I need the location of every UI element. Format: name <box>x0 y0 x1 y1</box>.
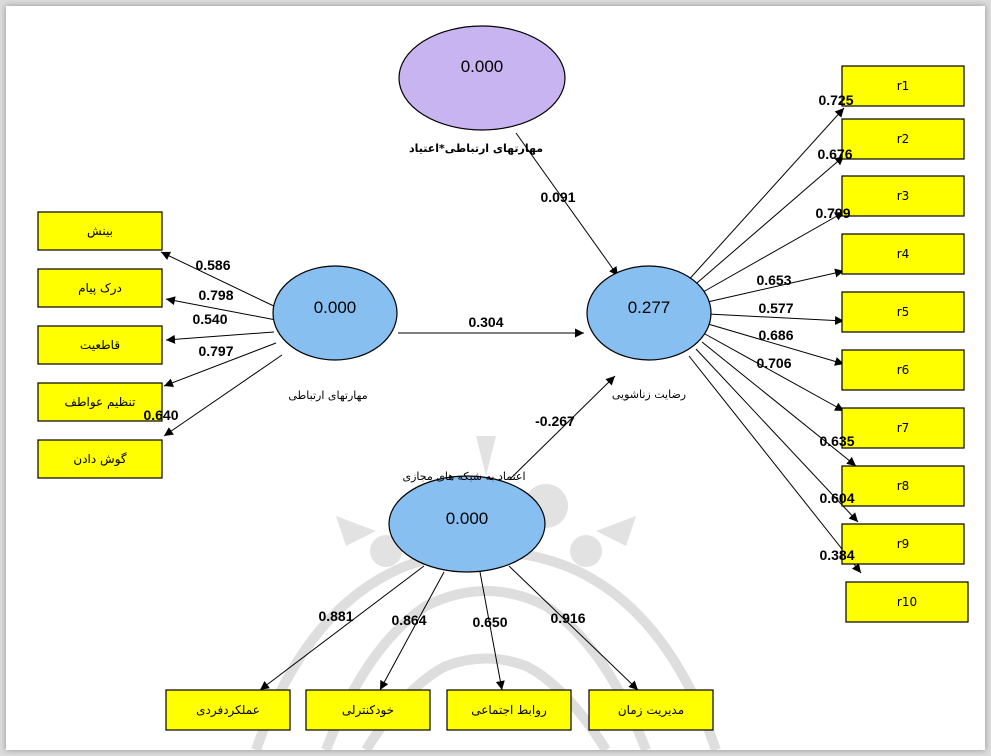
loading-label: 0.640 <box>143 407 178 423</box>
loading-label: 0.676 <box>817 146 852 162</box>
indicator-label: r5 <box>897 305 910 319</box>
loading-arrow-satisfaction <box>704 333 845 412</box>
indicator-box <box>841 349 965 391</box>
loading-arrow-satisfaction <box>702 268 845 304</box>
loading-arrow-satisfaction <box>695 211 845 297</box>
loading-arrow-satisfaction <box>707 313 845 326</box>
loading-arrow-skills <box>163 342 277 387</box>
loading-label: 0.797 <box>198 343 233 359</box>
indicator-box <box>37 325 163 365</box>
loading-arrow-trust <box>479 571 505 691</box>
loading-label: 0.725 <box>818 92 853 108</box>
loading-label: 0.604 <box>819 490 854 506</box>
indicator-box <box>841 233 965 275</box>
loading-label: 0.916 <box>550 610 585 626</box>
construct-name-satisfaction: رضایت زناشویی <box>612 388 686 401</box>
loading-label: 0.881 <box>318 608 353 624</box>
loading-arrow-skills <box>165 331 275 344</box>
indicator-box <box>841 465 965 507</box>
loading-arrow-satisfaction <box>688 355 862 574</box>
loading-arrow-trust <box>259 565 425 691</box>
path-arrow-interaction <box>515 132 619 277</box>
indicator-box <box>37 382 163 422</box>
indicator-box <box>165 689 291 731</box>
loading-arrow-skills <box>165 296 277 321</box>
coefficient-labels: 0.586 0.798 0.540 0.797 0.640 0.725 0.676 0.799… <box>143 92 854 630</box>
loading-label: 0.798 <box>198 287 233 303</box>
indicator-box <box>37 268 163 308</box>
indicator-label: عملکردفردی <box>196 703 260 718</box>
indicator-label: مدیریت زمان <box>618 703 684 718</box>
indicator-box <box>841 175 965 217</box>
indicator-label: روابط اجتماعی <box>471 703 547 718</box>
diagram-canvas: بینش درک پیام قاطعیت تنظیم عواطف گوش دادن r1 r… <box>6 6 985 750</box>
construct-trust <box>388 475 546 573</box>
loading-label: 0.586 <box>195 257 230 273</box>
indicator-label: بینش <box>87 224 113 239</box>
loading-label: 0.686 <box>758 327 793 343</box>
construct-r2-value: 0.000 <box>461 57 504 76</box>
construct-name-interaction: مهارتهای ارتباطی*اعتیاد <box>409 142 543 155</box>
indicator-box <box>446 689 572 731</box>
loading-arrow-trust <box>379 571 445 691</box>
loading-label: 0.799 <box>815 205 850 221</box>
indicator-box <box>588 689 714 731</box>
indicator-box <box>841 118 965 160</box>
indicator-box <box>841 65 965 107</box>
indicator-label: r7 <box>897 421 910 435</box>
construct-name-skills: مهارتهای ارتباطی <box>288 389 367 402</box>
indicator-label: r3 <box>897 189 910 203</box>
loading-arrow-satisfaction <box>684 107 845 285</box>
indicator-box <box>841 291 965 333</box>
construct-name-trust: اعتماد به شبکه های مجازی <box>402 470 525 483</box>
indicator-label: r2 <box>897 132 910 146</box>
indicator-label: خودکنترلی <box>342 703 394 718</box>
construct-satisfaction <box>586 265 712 361</box>
path-coef-skills: 0.304 <box>468 314 503 330</box>
indicator-label: r10 <box>897 595 917 609</box>
indicator-label: درک پیام <box>78 281 122 296</box>
path-coef-trust: -0.267 <box>535 413 575 429</box>
indicator-label: تنظیم عواطف <box>65 395 136 410</box>
indicator-label: قاطعیت <box>80 338 120 352</box>
indicator-box <box>37 439 163 479</box>
loading-arrow-satisfaction <box>695 348 859 523</box>
path-arrows <box>160 107 862 691</box>
construct-r2-value: 0.000 <box>314 298 357 317</box>
construct-interaction <box>398 25 566 131</box>
construct-r2-value: 0.000 <box>446 509 489 528</box>
loading-label: 0.384 <box>819 547 854 563</box>
loading-label: 0.635 <box>819 433 854 449</box>
construct-r2-value: 0.277 <box>628 298 671 317</box>
path-arrow-trust <box>508 375 616 481</box>
indicator-box <box>841 523 965 565</box>
indicator-label: r1 <box>897 79 910 93</box>
indicator-label: r6 <box>897 363 910 377</box>
loading-arrow-skills <box>163 354 283 437</box>
loading-arrow-satisfaction <box>689 155 845 290</box>
loading-label: 0.653 <box>756 272 791 288</box>
loading-label: 0.706 <box>756 355 791 371</box>
loading-arrow-skills <box>160 251 281 310</box>
loading-arrow-trust <box>508 565 639 691</box>
indicator-box <box>37 211 163 251</box>
indicator-label: r9 <box>897 537 910 551</box>
model-nodes: بینش درک پیام قاطعیت تنظیم عواطف گوش دادن r1 r… <box>37 25 969 731</box>
indicator-box <box>305 689 431 731</box>
indicator-box <box>841 407 965 449</box>
path-coef-interaction: 0.091 <box>540 189 575 205</box>
indicator-label: r4 <box>897 247 910 261</box>
pls-path-model: بینش درک پیام قاطعیت تنظیم عواطف گوش دادن r1 r… <box>37 25 969 750</box>
loading-arrow-satisfaction <box>707 323 845 366</box>
loading-label: 0.650 <box>472 614 507 630</box>
loading-label: 0.577 <box>758 300 793 316</box>
indicator-label: گوش دادن <box>73 452 126 467</box>
loading-arrow-satisfaction <box>701 341 857 467</box>
loading-label: 0.864 <box>391 612 426 628</box>
construct-skills <box>272 265 398 361</box>
indicator-box <box>845 581 969 623</box>
indicator-label: r8 <box>897 479 910 493</box>
loading-label: 0.540 <box>192 311 227 327</box>
